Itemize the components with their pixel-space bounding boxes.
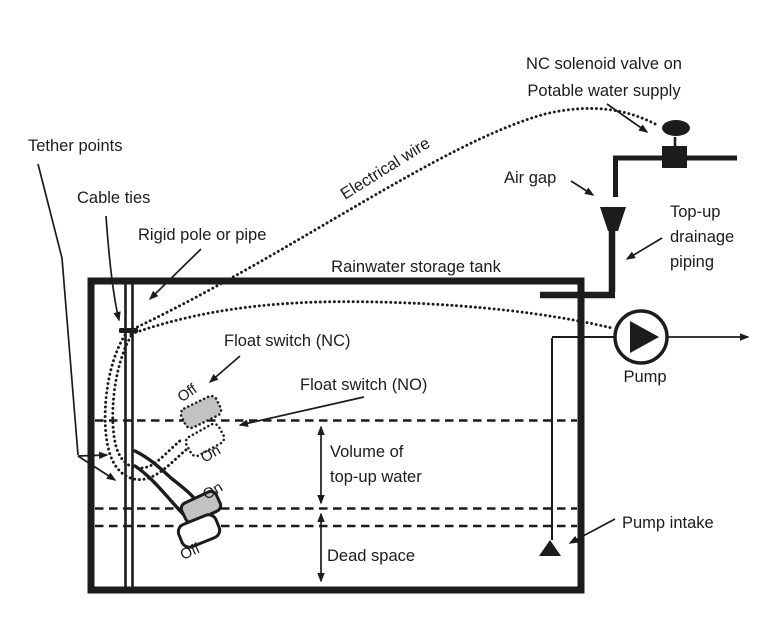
air-gap-arrow — [570, 180, 595, 196]
float-switch-no-label: Float switch (NO) — [300, 376, 427, 394]
pump-intake-strainer — [539, 540, 561, 556]
air-gap-funnel — [600, 207, 626, 231]
rigid-pole-arrow — [148, 248, 202, 301]
tether-points-arrow-1 — [77, 451, 109, 460]
air-gap-label: Air gap — [504, 169, 556, 187]
cable-ties-label: Cable ties — [77, 189, 150, 207]
electrical-wire-label: Electrical wire — [337, 134, 433, 203]
nc-solenoid-label-line1: NC solenoid valve on — [526, 55, 682, 73]
tank-outline — [87, 277, 585, 594]
top-up-arrow — [625, 237, 663, 260]
nc-solenoid-arrow — [606, 103, 649, 133]
electrical-wire-to-pump — [129, 300, 614, 336]
top-up-label-line2: drainage — [670, 228, 734, 246]
top-up-label-line3: piping — [670, 253, 714, 271]
nc-float-cable-inner — [111, 334, 183, 470]
solenoid-coil-icon — [662, 120, 690, 136]
tether-points-arrow-2 — [77, 455, 117, 481]
tether-points-leader — [37, 163, 79, 456]
rigid-pole-label: Rigid pole or pipe — [138, 226, 266, 244]
float-switch-nc-off-body — [179, 394, 223, 430]
float-switch-nc-on-body — [184, 422, 226, 458]
float-switch-no-arrow — [238, 396, 365, 427]
pump-intake-arrow — [568, 518, 616, 544]
no-float-cable-1 — [133, 449, 196, 500]
float-switch-nc-arrow — [208, 355, 241, 383]
tether-points-label: Tether points — [28, 137, 122, 155]
cable-ties-leader — [105, 215, 121, 322]
electrical-wire-to-valve — [127, 107, 661, 333]
pump-label: Pump — [623, 368, 666, 386]
float-switch-nc-label: Float switch (NC) — [224, 332, 351, 350]
solenoid-valve-body — [662, 146, 687, 168]
pump-intake-label: Pump intake — [622, 514, 714, 532]
dead-space-label: Dead space — [327, 547, 415, 565]
top-up-label-line1: Top-up — [670, 203, 720, 221]
volume-label-line1: Volume of — [330, 443, 404, 461]
nc-solenoid-label-line2: Potable water supply — [527, 82, 681, 100]
nc-float-cable-outer — [103, 333, 189, 481]
float-switch-no-off-body — [176, 513, 222, 549]
tank-label: Rainwater storage tank — [331, 258, 501, 276]
volume-label-line2: top-up water — [330, 468, 422, 486]
no-float-cable-2 — [133, 464, 188, 519]
pump-rotor-icon — [630, 321, 659, 353]
